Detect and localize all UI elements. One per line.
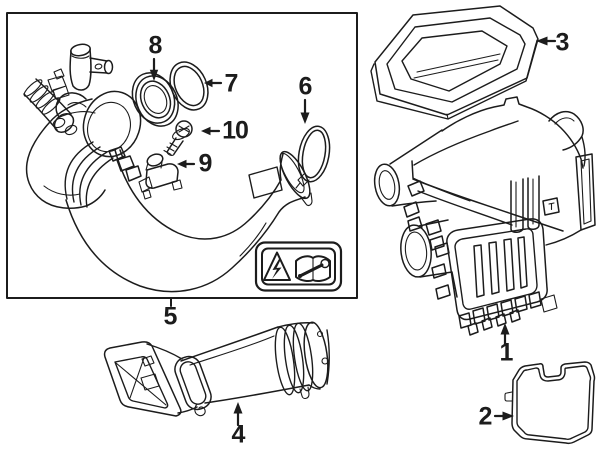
basket-left-clips — [431, 242, 451, 300]
callout-arrow-9 — [177, 159, 196, 169]
callout-arrow-4 — [233, 402, 243, 427]
housing-gasket — [504, 361, 596, 445]
screw-10 — [163, 120, 193, 156]
duct-flange — [174, 355, 212, 417]
callout-6: 6 — [298, 72, 313, 101]
housing-lower-basket — [431, 218, 548, 336]
sensor-9 — [138, 153, 183, 200]
callout-9: 9 — [198, 149, 213, 178]
housing-lid — [411, 96, 584, 232]
clamp-ring-6 — [295, 125, 331, 189]
basket-serration — [458, 291, 542, 336]
housing-port — [400, 219, 458, 298]
callout-2: 2 — [478, 402, 493, 431]
warning-label — [254, 241, 343, 292]
callout-1: 1 — [499, 338, 514, 367]
callout-arrow-2 — [493, 411, 514, 421]
housing-right-bracket — [540, 110, 596, 313]
callout-arrow-1 — [500, 323, 510, 347]
duct-hook — [194, 403, 206, 417]
housing-clips — [403, 180, 445, 251]
high-voltage-warning-icon — [263, 251, 291, 281]
inset-box — [6, 12, 358, 307]
callout-7: 7 — [224, 69, 239, 98]
callout-8: 8 — [148, 31, 163, 60]
basket-ribs — [473, 236, 528, 298]
bellows-hose — [23, 68, 75, 133]
hook-pipe — [55, 92, 87, 118]
air-intake-duct — [103, 321, 330, 417]
ribbed-collar — [64, 141, 114, 208]
callout-arrows — [149, 36, 557, 427]
intake-hose-assembly — [23, 43, 343, 293]
elbow-fitting — [69, 43, 114, 91]
callout-4: 4 — [231, 420, 246, 449]
callout-arrow-10 — [201, 126, 221, 136]
air-cleaner-housing — [373, 96, 596, 336]
housing-front-detail — [510, 175, 560, 233]
hose-bracket — [108, 146, 142, 182]
service-manual-icon — [295, 255, 331, 282]
bellows-clamp — [47, 68, 70, 100]
callout-arrow-8 — [149, 57, 159, 81]
seal-ring-7 — [169, 61, 209, 111]
duct-tube — [180, 321, 330, 404]
callout-arrow-7 — [204, 78, 223, 88]
main-intake-hose — [65, 149, 313, 293]
callout-arrow-3 — [536, 36, 557, 46]
hose-pad — [248, 166, 283, 199]
air-filter-element — [370, 5, 539, 120]
callout-10: 10 — [222, 116, 249, 145]
callout-3: 3 — [555, 28, 570, 57]
resonator-body — [25, 90, 142, 209]
callout-5: 5 — [163, 302, 178, 331]
callout-arrow-6 — [300, 98, 310, 124]
